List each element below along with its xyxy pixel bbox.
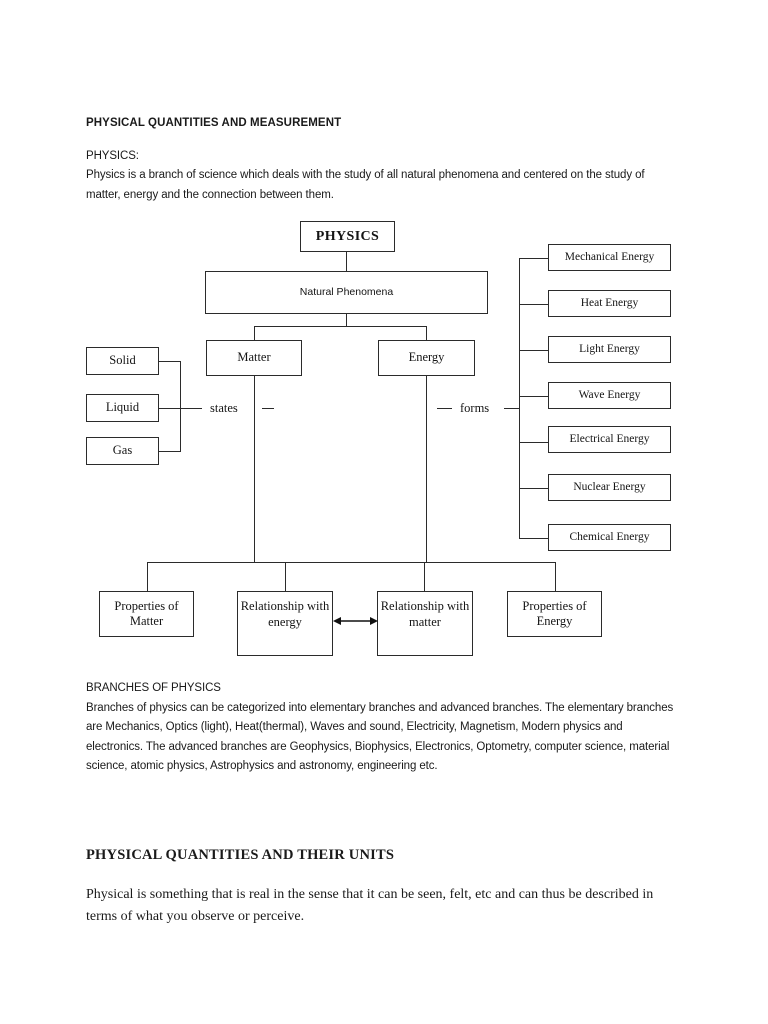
connector-gas-stub bbox=[159, 451, 181, 453]
connector-states-out bbox=[180, 408, 202, 410]
node-matter: Matter bbox=[206, 340, 302, 376]
connector-states-to-matter bbox=[262, 408, 274, 410]
node-relationship-with-energy: Relationship with energy bbox=[237, 591, 333, 656]
connector-bus-to-properties-matter bbox=[147, 562, 149, 591]
physics-section-heading: PHYSICS: bbox=[86, 150, 139, 162]
connector-form-stub-6 bbox=[519, 538, 549, 540]
connector-form-stub-4 bbox=[519, 442, 549, 444]
label-states: states bbox=[208, 401, 240, 416]
connector-bottom-bus bbox=[147, 562, 556, 564]
node-form-mechanical-energy: Mechanical Energy bbox=[548, 244, 671, 271]
node-properties-of-matter: Properties of Matter bbox=[99, 591, 194, 637]
connector-form-stub-0 bbox=[519, 258, 549, 260]
connector-energy-to-forms bbox=[437, 408, 452, 410]
node-form-light-energy: Light Energy bbox=[548, 336, 671, 363]
node-properties-of-energy: Properties of Energy bbox=[507, 591, 602, 637]
units-section-heading: PHYSICAL QUANTITIES AND THEIR UNITS bbox=[86, 847, 395, 863]
label-forms: forms bbox=[458, 401, 492, 416]
connector-root-to-phenomena bbox=[346, 252, 348, 272]
double-headed-arrow-icon bbox=[333, 614, 378, 626]
page-title: PHYSICAL QUANTITIES AND MEASUREMENT bbox=[86, 117, 342, 129]
node-form-nuclear-energy: Nuclear Energy bbox=[548, 474, 671, 501]
connector-forms-spine bbox=[519, 258, 521, 539]
connector-bus-to-properties-energy bbox=[555, 562, 557, 591]
connector-form-stub-5 bbox=[519, 488, 549, 490]
node-form-wave-energy: Wave Energy bbox=[548, 382, 671, 409]
branches-heading: BRANCHES OF PHYSICS bbox=[86, 682, 221, 694]
node-natural-phenomena: Natural Phenomena bbox=[205, 271, 488, 314]
connector-bus-to-rel-energy bbox=[285, 562, 287, 591]
node-energy: Energy bbox=[378, 340, 475, 376]
units-section-body: Physical is something that is real in th… bbox=[86, 887, 654, 924]
node-state-gas: Gas bbox=[86, 437, 159, 465]
connector-forms-out bbox=[504, 408, 520, 410]
connector-solid-stub bbox=[159, 361, 181, 363]
connector-bus-to-energy bbox=[426, 326, 428, 341]
connector-form-stub-1 bbox=[519, 304, 549, 306]
connector-liquid-stub bbox=[159, 408, 181, 410]
physics-section-body: Physics is a branch of science which dea… bbox=[86, 169, 645, 201]
connector-form-stub-2 bbox=[519, 350, 549, 352]
branches-section: BRANCHES OF PHYSICS Branches of physics … bbox=[86, 679, 676, 777]
connector-bus-to-rel-matter bbox=[424, 562, 426, 591]
node-state-liquid: Liquid bbox=[86, 394, 159, 422]
connector-phenomena-down bbox=[346, 314, 348, 327]
connector-states-spine bbox=[180, 361, 182, 452]
node-form-chemical-energy: Chemical Energy bbox=[548, 524, 671, 551]
connector-energy-down bbox=[426, 376, 428, 562]
node-form-electrical-energy: Electrical Energy bbox=[548, 426, 671, 453]
branches-body: Branches of physics can be categorized i… bbox=[86, 701, 674, 773]
connector-form-stub-3 bbox=[519, 396, 549, 398]
node-state-solid: Solid bbox=[86, 347, 159, 375]
connector-bus-to-matter bbox=[254, 326, 256, 341]
connector-matter-energy-bus bbox=[254, 326, 427, 328]
connector-matter-down bbox=[254, 376, 256, 562]
node-physics: PHYSICS bbox=[300, 221, 395, 252]
node-form-heat-energy: Heat Energy bbox=[548, 290, 671, 317]
node-relationship-with-matter: Relationship with matter bbox=[377, 591, 473, 656]
